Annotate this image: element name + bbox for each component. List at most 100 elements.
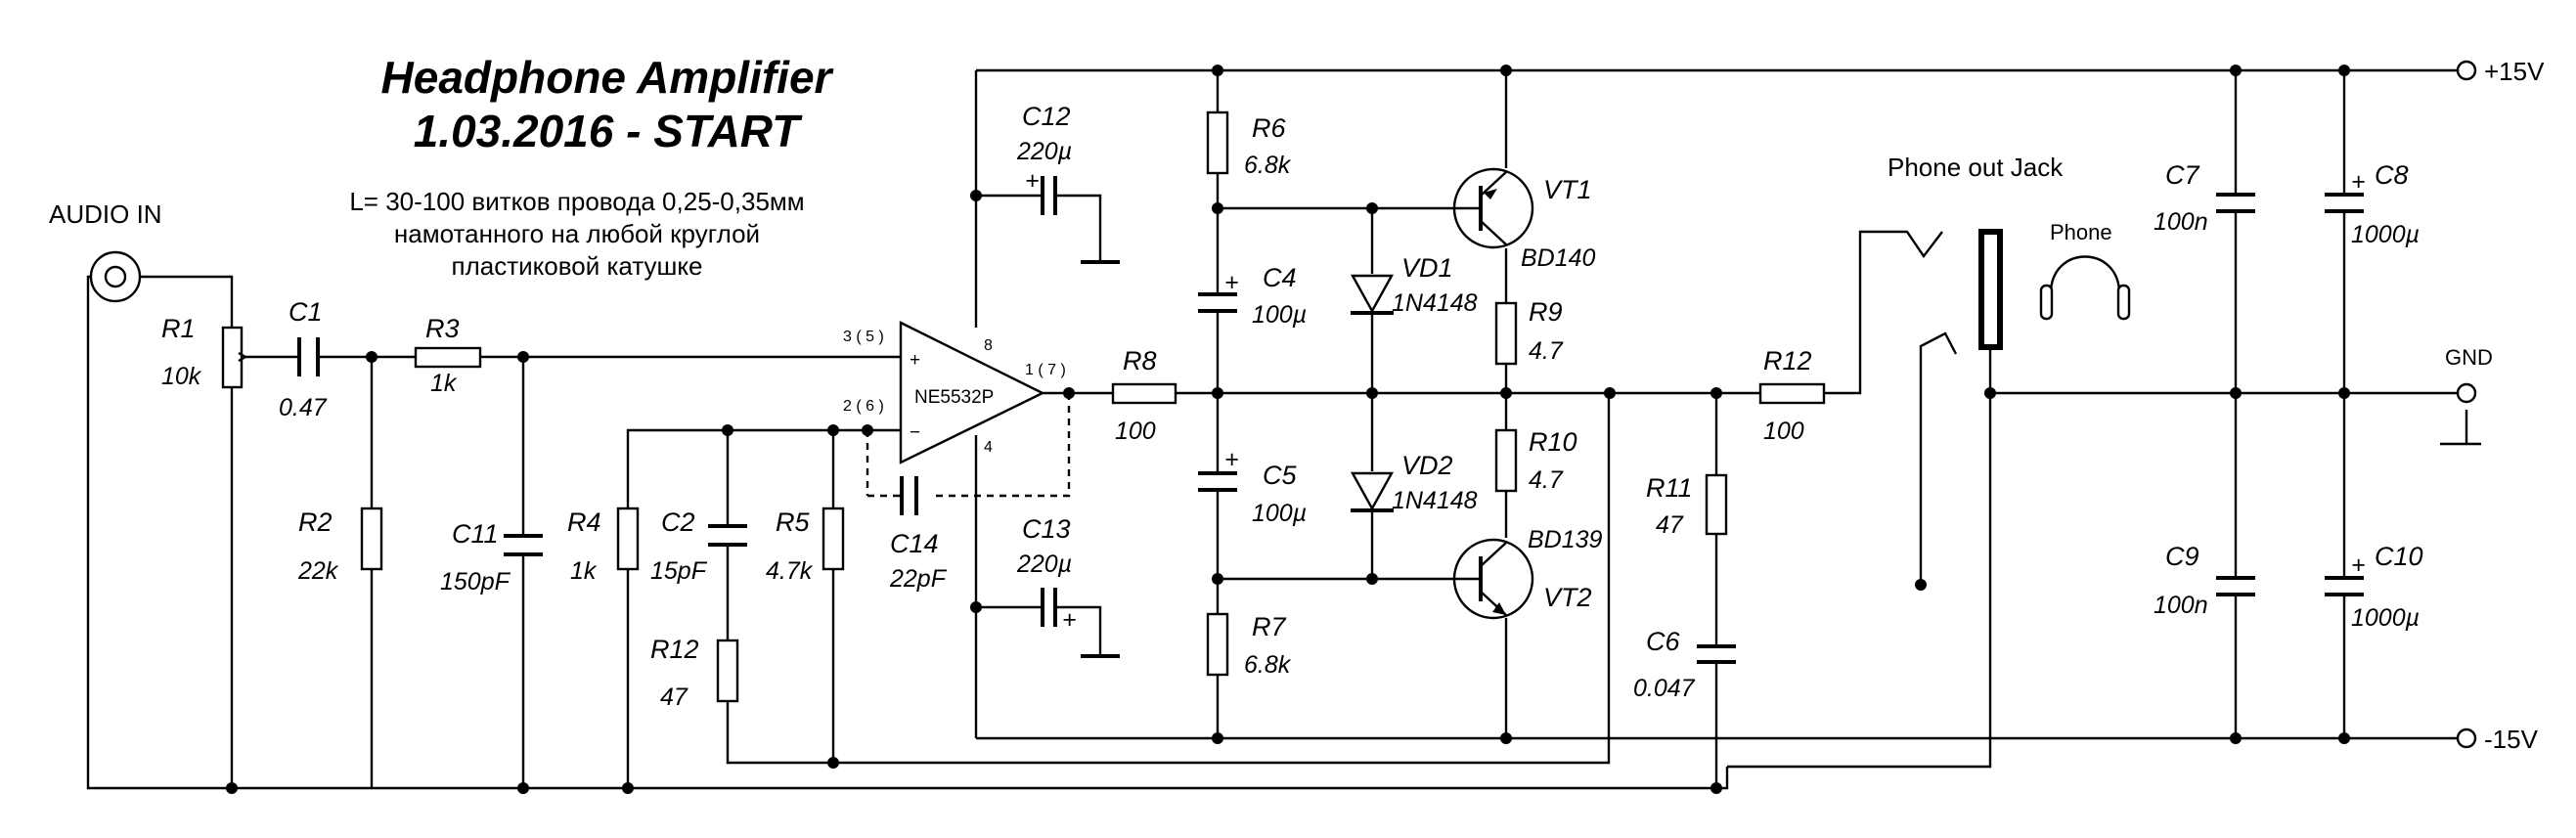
terminal-pos15v — [2456, 60, 2477, 81]
opamp-pin-plus: 3 ( 5 ) — [843, 329, 884, 345]
c14-value: 22pF — [889, 565, 948, 593]
c5-value: 100µ — [1252, 500, 1307, 527]
capacitor-c1 — [297, 337, 320, 376]
resistor-r9 — [1494, 301, 1518, 366]
title-line-2: 1.03.2016 - START — [414, 106, 803, 156]
capacitor-c12 — [1041, 176, 1057, 215]
terminal-neg15v — [2456, 728, 2477, 749]
r7-value: 6.8k — [1244, 651, 1292, 679]
r7-name: R7 — [1252, 612, 1286, 641]
note-line-3: пластиковой катушке — [451, 251, 702, 281]
diode-vd1 — [1350, 274, 1395, 315]
c7-value: 100n — [2154, 208, 2208, 236]
r9-name: R9 — [1529, 297, 1563, 327]
title-line-1: Headphone Amplifier — [381, 52, 834, 103]
r12b-value: 100 — [1763, 418, 1804, 445]
resistor-r3 — [414, 346, 482, 369]
c12-polarity: + — [1025, 167, 1040, 195]
rail-gnd-label: GND — [2445, 345, 2493, 370]
capacitor-c5 — [1198, 471, 1237, 492]
capacitor-c7 — [2216, 193, 2255, 213]
resistor-r11 — [1705, 473, 1728, 536]
r11-value: 47 — [1656, 511, 1684, 539]
c2-value: 15pF — [650, 557, 708, 585]
capacitor-c6 — [1697, 644, 1736, 664]
r2-value: 22k — [297, 557, 339, 585]
c10-value: 1000µ — [2351, 604, 2420, 632]
c14-name: C14 — [890, 529, 939, 558]
resistor-r12a — [716, 639, 739, 703]
r2-name: R2 — [298, 507, 333, 537]
resistor-r1 — [221, 326, 244, 389]
opamp-label: NE5532P — [914, 387, 994, 408]
r12b-name: R12 — [1763, 346, 1812, 375]
c12-name: C12 — [1022, 102, 1071, 131]
c8-value: 1000µ — [2351, 221, 2420, 248]
c6-value: 0.047 — [1633, 675, 1696, 702]
transistor-vt1 — [1452, 167, 1534, 249]
c6-name: C6 — [1646, 627, 1680, 656]
resistors — [221, 110, 1826, 703]
transistor-vt2 — [1452, 538, 1534, 620]
r12a-name: R12 — [650, 635, 699, 664]
c10-name: C10 — [2375, 542, 2423, 571]
c13-name: C13 — [1022, 514, 1071, 544]
note-line-2: намотанного на любой круглой — [394, 219, 760, 248]
capacitor-c4 — [1198, 292, 1237, 313]
vd2-value: 1N4148 — [1392, 487, 1478, 514]
r3-name: R3 — [425, 314, 460, 343]
capacitor-c10 — [2325, 576, 2364, 596]
component-labels: R1 10k C1 0.47 R3 1k R2 22k C11 150pF R4… — [161, 102, 2423, 711]
capacitor-c14 — [900, 476, 918, 515]
diodes — [1350, 274, 1395, 512]
opamp-pin-vminus: 4 — [984, 439, 993, 456]
phone-out-label: Phone out Jack — [1888, 153, 2064, 182]
r8-name: R8 — [1123, 346, 1157, 375]
terminal-gnd — [2456, 382, 2477, 404]
resistor-r5 — [822, 507, 845, 571]
r6-name: R6 — [1252, 113, 1286, 143]
rail-pos-label: +15V — [2484, 57, 2545, 86]
opamp-pin-minus: 2 ( 6 ) — [843, 398, 884, 415]
c5-name: C5 — [1263, 461, 1297, 490]
vt1-name: VT1 — [1543, 175, 1592, 204]
r1-value: 10k — [161, 363, 202, 390]
note-line-1: L= 30-100 витков провода 0,25-0,35мм — [349, 187, 804, 216]
c10-polarity: + — [2351, 551, 2366, 579]
opamp-plus-sign: + — [910, 350, 920, 371]
resistor-r6 — [1206, 110, 1229, 175]
capacitor-c2 — [708, 524, 747, 547]
phone-out-jack: Phone out Jack — [1888, 153, 2064, 350]
terminals: +15V GND -15V — [2445, 57, 2545, 754]
opamp-ne5532p: + − NE5532P 3 ( 5 ) 2 ( 6 ) 1 ( 7 ) 8 4 — [843, 321, 1066, 464]
resistor-r12b — [1758, 382, 1826, 405]
c9-value: 100n — [2154, 592, 2208, 619]
r3-value: 1k — [430, 370, 458, 397]
headphone-icon: Phone — [2039, 220, 2131, 321]
ground-stubs — [1081, 260, 1120, 658]
c5-polarity: + — [1224, 446, 1239, 473]
c4-value: 100µ — [1252, 301, 1307, 329]
r6-value: 6.8k — [1244, 152, 1292, 179]
c11-value: 150pF — [440, 568, 511, 595]
capacitor-c11 — [504, 534, 543, 556]
wires — [86, 68, 2481, 790]
c9-name: C9 — [2165, 542, 2199, 571]
c13-value: 220µ — [1016, 551, 1072, 578]
junction-dots — [226, 65, 2350, 794]
r5-value: 4.7k — [766, 557, 814, 585]
c13-polarity: + — [1062, 606, 1077, 634]
opamp-minus-sign: − — [910, 422, 920, 443]
r8-value: 100 — [1115, 418, 1156, 445]
vt2-value: BD139 — [1528, 526, 1603, 553]
vt1-value: BD140 — [1521, 244, 1596, 272]
resistor-r7 — [1206, 612, 1229, 677]
c7-name: C7 — [2165, 160, 2199, 190]
vt2-name: VT2 — [1543, 583, 1592, 612]
r1-name: R1 — [161, 314, 196, 343]
rail-neg-label: -15V — [2484, 725, 2539, 754]
r12a-value: 47 — [660, 684, 688, 711]
r5-name: R5 — [776, 507, 810, 537]
c8-polarity: + — [2351, 168, 2366, 196]
